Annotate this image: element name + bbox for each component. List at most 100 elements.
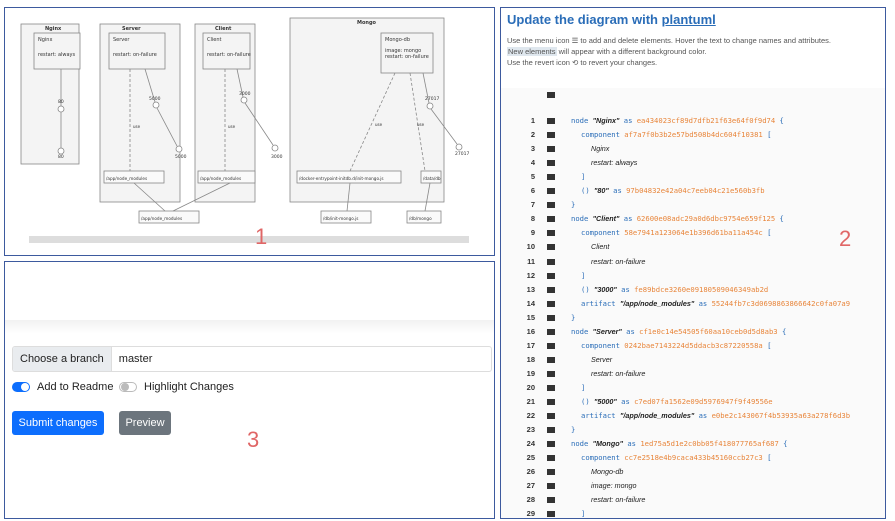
line-number: 7 xyxy=(530,200,535,210)
code-token-hash: ea434023cf89d7dfb21f63e64f0f9d74 xyxy=(636,116,776,125)
code-source[interactable]: } xyxy=(571,311,575,325)
line-menu-icon[interactable] xyxy=(547,174,555,181)
line-menu-icon[interactable] xyxy=(547,455,555,462)
code-token-str: "Client" xyxy=(592,214,620,224)
plantuml-link[interactable]: plantuml xyxy=(661,12,716,27)
code-source[interactable]: Server xyxy=(591,353,612,367)
line-menu-icon[interactable] xyxy=(547,160,555,167)
highlight-toggle-label: Highlight Changes xyxy=(144,381,234,393)
line-menu-icon[interactable] xyxy=(547,300,555,307)
component-name: Mongo-db xyxy=(385,37,410,43)
highlight-toggle[interactable] xyxy=(119,382,137,392)
code-source[interactable]: node "Nginx" as ea434023cf89d7dfb21f63e6… xyxy=(571,114,784,128)
code-token-hash: e0be2c143067f4b53935a63a278f6d3b xyxy=(711,411,851,421)
line-menu-icon[interactable] xyxy=(547,216,555,223)
code-token-kw: as xyxy=(621,326,640,336)
line-menu-icon[interactable] xyxy=(547,328,555,335)
preview-button[interactable]: Preview xyxy=(119,411,171,435)
submit-changes-button[interactable]: Submit changes xyxy=(12,411,104,435)
line-menu-icon[interactable] xyxy=(547,132,555,139)
highlight-toggle-knob xyxy=(121,383,129,391)
branch-selector[interactable]: Choose a branch master xyxy=(12,346,492,372)
code-source[interactable]: image: mongo xyxy=(591,479,637,493)
code-source[interactable]: node "Server" as cf1e0c14e54505f60aa10ce… xyxy=(571,325,786,339)
node-title: Mongo xyxy=(357,20,377,26)
code-token-hash: af7a7f0b3b2e57bd508b4dc604f10381 xyxy=(624,130,763,140)
line-menu-icon[interactable] xyxy=(547,384,555,391)
line-menu-icon[interactable] xyxy=(547,483,555,490)
code-source[interactable]: () "3000" as fe89bdce3260e09180509046349… xyxy=(581,283,768,297)
code-source[interactable]: () "80" as 97b04832e42a04c7eeb04c21e560b… xyxy=(581,184,765,198)
code-token-plain: restart: xyxy=(591,495,616,505)
code-source[interactable]: component af7a7f0b3b2e57bd508b4dc604f103… xyxy=(581,128,771,142)
code-source[interactable]: restart: on-failure xyxy=(591,493,645,507)
line-menu-icon[interactable] xyxy=(547,314,555,321)
code-source[interactable]: restart: always xyxy=(591,156,637,170)
line-menu-icon[interactable] xyxy=(547,413,555,420)
line-menu-icon[interactable] xyxy=(547,118,555,124)
code-line: 16 node "Server" as cf1e0c14e54505f60aa10… xyxy=(501,325,885,339)
readme-toggle-row[interactable]: Add to Readme xyxy=(12,381,113,393)
code-token-kw: component xyxy=(581,453,625,463)
code-source[interactable]: component 58e7941a123064e1b396d61ba11a45… xyxy=(581,226,771,240)
line-number: 26 xyxy=(526,467,535,477)
code-token-plain: Mongo-db xyxy=(591,467,624,477)
code-token-kw: as xyxy=(623,439,641,449)
line-menu-icon[interactable] xyxy=(547,356,555,363)
line-menu-icon[interactable] xyxy=(547,497,555,504)
line-menu-icon[interactable] xyxy=(547,342,555,349)
code-token-kw: node xyxy=(571,214,593,224)
code-line: 29] xyxy=(501,507,885,518)
code-source[interactable]: ] xyxy=(581,381,585,395)
line-menu-icon[interactable] xyxy=(547,202,555,209)
line-menu-icon[interactable] xyxy=(547,286,555,293)
line-menu-icon[interactable] xyxy=(547,272,555,279)
annotation-3: 3 xyxy=(247,427,260,452)
code-source[interactable]: Client xyxy=(591,240,609,254)
code-line: 23} xyxy=(501,423,885,437)
code-token-brace: { xyxy=(775,214,784,224)
line-menu-icon[interactable] xyxy=(547,399,555,405)
line-number: 12 xyxy=(526,270,535,280)
readme-toggle[interactable] xyxy=(12,382,30,392)
line-number: 5 xyxy=(530,172,535,182)
line-menu-icon[interactable] xyxy=(547,469,555,476)
code-source[interactable]: ] xyxy=(581,269,585,283)
panel-divider xyxy=(5,320,494,334)
code-source[interactable]: component 0242bae7143224d5ddacb3c8722055… xyxy=(581,339,771,353)
code-source[interactable]: () "5000" as c7ed07fa1562e09d5976947f9f4… xyxy=(581,395,773,409)
code-source[interactable]: node "Client" as 62600e08adc29a0d6dbc975… xyxy=(571,212,784,226)
line-menu-icon[interactable] xyxy=(547,146,555,153)
line-number: 16 xyxy=(526,326,535,336)
line-menu-icon[interactable] xyxy=(547,511,555,518)
code-token-kw: as xyxy=(616,284,635,294)
line-menu-icon[interactable] xyxy=(547,370,555,377)
code-source[interactable]: } xyxy=(571,423,575,437)
code-source[interactable]: artifact "/app/node_modules" as e0be2c14… xyxy=(581,409,850,423)
code-token-plain: on-failure xyxy=(615,256,646,266)
diagram-scrollbar[interactable] xyxy=(29,236,469,243)
code-source[interactable]: } xyxy=(571,198,575,212)
code-source[interactable]: node "Mongo" as 1ed75a5d1e2c0bb05f418077… xyxy=(571,437,787,451)
line-menu-icon[interactable] xyxy=(547,244,555,251)
branch-value[interactable]: master xyxy=(118,353,153,365)
code-source[interactable]: Nginx xyxy=(591,142,609,156)
line-menu-icon[interactable] xyxy=(547,427,555,434)
code-source[interactable]: artifact "/app/node_modules" as 55244fb7… xyxy=(581,297,850,311)
code-token-brace: [ xyxy=(762,130,772,140)
menu-icon[interactable] xyxy=(547,92,555,98)
code-source[interactable]: ] xyxy=(581,170,585,184)
code-source[interactable]: restart: on-failure xyxy=(591,255,645,269)
code-source[interactable]: Mongo-db xyxy=(591,465,623,479)
highlight-toggle-row[interactable]: Highlight Changes xyxy=(119,381,234,393)
line-number: 10 xyxy=(526,242,535,252)
line-menu-icon[interactable] xyxy=(547,230,555,237)
line-menu-icon[interactable] xyxy=(547,441,555,448)
code-source[interactable]: component cc7e2518e4b9caca433b45160ccb27… xyxy=(581,451,771,465)
line-menu-icon[interactable] xyxy=(547,188,555,195)
code-source[interactable]: restart: on-failure xyxy=(591,367,645,381)
line-menu-icon[interactable] xyxy=(547,258,555,265)
code-source[interactable]: ] xyxy=(581,507,585,518)
